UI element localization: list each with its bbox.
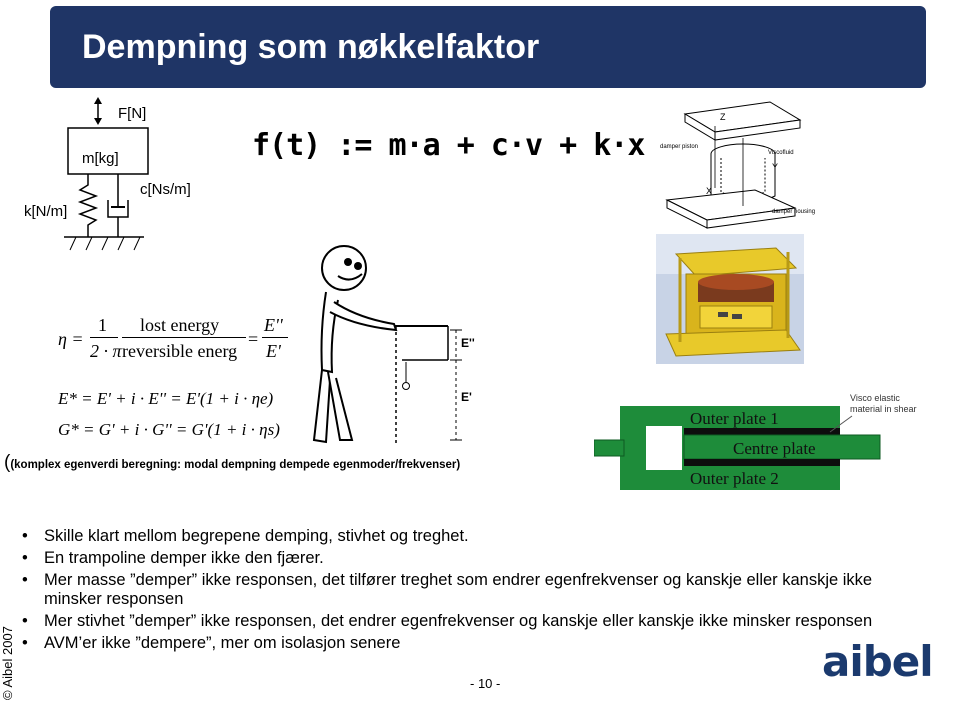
- arm: [329, 301, 398, 332]
- loss-factor-equals: =: [248, 329, 259, 349]
- equation-of-motion: f(t) := m·a + c·v + k·x: [252, 128, 645, 163]
- fraction-bar-1: [90, 337, 118, 338]
- mass-label: m[kg]: [82, 150, 119, 167]
- spring-label: k[N/m]: [24, 203, 68, 220]
- left-leg: [312, 369, 331, 444]
- stick-e-double: E'': [461, 336, 475, 350]
- visco-label-2: material in shear: [850, 404, 917, 414]
- fraction-bar-3: [262, 337, 288, 338]
- complex-modulus-e: E* = E' + i · E'' = E'(1 + i · ηe): [58, 389, 274, 408]
- visco-pointer: [829, 415, 853, 433]
- outer-plate-2-label: Outer plate 2: [690, 469, 779, 488]
- bullet-list: Skille klart mellom begrepene demping, s…: [22, 527, 922, 656]
- axis-y: Y: [772, 162, 779, 172]
- caption-text: (komplex egenverdi beregning: modal demp…: [10, 459, 461, 471]
- force-label: F[N]: [118, 105, 147, 122]
- spring: [77, 174, 99, 237]
- visco-layer-top: [684, 428, 840, 435]
- plate-cross-section: [594, 406, 881, 490]
- axis-z: Z: [720, 112, 726, 122]
- loss-factor-two-pi: 2 · π: [90, 341, 122, 361]
- damper-3d-drawing: [665, 101, 802, 229]
- visco-label-1: Visco elastic: [850, 393, 900, 403]
- reversible-energy: reversible energ: [122, 341, 238, 361]
- bullet-item: En trampoline demper ikke den fjærer.: [22, 549, 922, 568]
- slide-title: Dempning som nøkkelfaktor: [82, 28, 540, 66]
- label-housing: damper housing: [772, 209, 816, 215]
- e-single-prime: E': [266, 341, 281, 361]
- right-leg: [327, 371, 354, 441]
- lost-energy: lost energy: [140, 315, 220, 335]
- axis-x: X: [706, 186, 713, 196]
- ball: [402, 382, 410, 390]
- complex-modulus-g: G* = G' + i · G'' = G'(1 + i · ηs): [58, 420, 280, 439]
- left-tab: [594, 439, 625, 457]
- force-arrow-head-up: [94, 97, 102, 104]
- page-number: - 10 -: [470, 676, 501, 691]
- aibel-logo: aibel: [822, 640, 934, 684]
- centre-plate-label: Centre plate: [733, 439, 816, 458]
- bullet-item: Mer masse ”demper” ikke responsen, det t…: [22, 571, 922, 609]
- outer-plate-1-label: Outer plate 1: [690, 409, 779, 428]
- copyright: © Aibel 2007: [0, 626, 15, 700]
- logo-text: aibel: [822, 640, 933, 684]
- loss-factor-one: 1: [98, 315, 107, 335]
- bullet-item: AVM’er ikke ”dempere”, mer om isolasjon …: [22, 634, 922, 653]
- caption: ((komplex egenverdi beregning: modal dem…: [4, 452, 461, 473]
- loss-factor-eta: η =: [58, 329, 84, 349]
- sdof-diagram: [64, 97, 149, 251]
- label-piston: damper piston: [660, 144, 699, 150]
- label-viscofluid: Viscofluid: [768, 150, 794, 156]
- bullet-item: Skille klart mellom begrepene demping, s…: [22, 527, 922, 546]
- centre-plate: [683, 434, 881, 460]
- bullet-item: Mer stivhet ”demper” ikke responsen, det…: [22, 612, 922, 631]
- cavity: [646, 426, 682, 470]
- damper-label: c[Ns/m]: [140, 181, 191, 198]
- visco-layer-bottom: [684, 459, 840, 466]
- fraction-bar-2: [122, 337, 246, 338]
- damper-photo: [656, 234, 804, 364]
- title-bar: Dempning som nøkkelfaktor: [50, 6, 926, 88]
- force-arrow-head-down: [94, 118, 102, 125]
- e-double-prime: E'': [264, 315, 283, 335]
- mass-block: [67, 127, 149, 175]
- stick-e-single: E': [461, 390, 472, 404]
- stick-figure-illustration: [312, 245, 462, 445]
